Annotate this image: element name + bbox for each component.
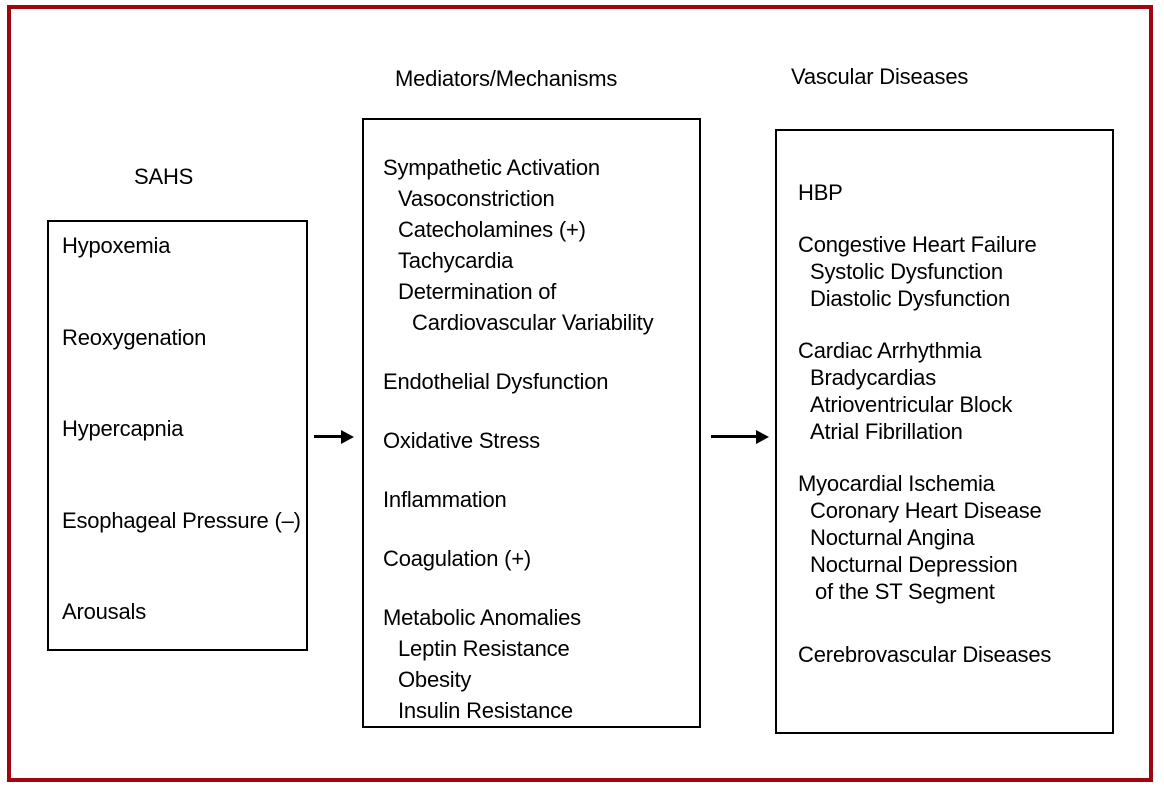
vascular-box: HBP Congestive Heart Failure Systolic Dy… [775,129,1114,734]
mediator-line: Catecholamines (+) [398,217,586,242]
vascular-line: Coronary Heart Disease [810,498,1042,523]
arrow-shaft [711,435,758,438]
vascular-line: Myocardial Ischemia [798,471,995,496]
text-group: Myocardial Ischemia Coronary Heart Disea… [798,470,1106,605]
flow-arrow-left-icon [314,429,354,445]
mediator-line: Inflammation [383,487,507,512]
mediator-line: Insulin Resistance [398,698,573,723]
sahs-column-title: SAHS [134,164,194,189]
text-group: Congestive Heart Failure Systolic Dysfun… [798,231,1106,312]
mediator-line: Endothelial Dysfunction [383,369,609,394]
sahs-item: Hypoxemia [62,233,171,258]
mediators-box: Sympathetic Activation Vasoconstriction … [362,118,701,728]
mediator-line: Sympathetic Activation [383,155,600,180]
vascular-line: Nocturnal Angina [810,525,975,550]
vascular-line: Nocturnal Depression [810,552,1018,577]
text-group: HBP [798,179,1106,206]
flow-arrow-right-icon [711,429,769,445]
vascular-line: Atrioventricular Block [810,392,1013,417]
vascular-line: Diastolic Dysfunction [810,286,1010,311]
vascular-line: Systolic Dysfunction [810,259,1003,284]
text-group: Cerebrovascular Diseases [798,641,1106,668]
figure-frame [7,5,1153,782]
sahs-item: Hypercapnia [62,416,184,441]
mediator-line: Metabolic Anomalies [383,605,581,630]
text-group: Cardiac Arrhythmia Bradycardias Atrioven… [798,337,1106,445]
vascular-line: Atrial Fibrillation [810,419,963,444]
vascular-line: HBP [798,180,843,205]
sahs-item: Reoxygenation [62,324,207,350]
mediator-line: Obesity [398,667,472,692]
mediator-line: Cardiovascular Variability [412,310,654,335]
mediator-line: Vasoconstriction [398,186,555,211]
vascular-line: Cardiac Arrhythmia [798,338,982,363]
sahs-item: Arousals [62,599,146,624]
sahs-box: Hypoxemia Reoxygenation Hypercapnia Esop… [47,220,308,651]
text-group: Sympathetic Activation Vasoconstriction … [383,152,693,338]
vascular-line: Cerebrovascular Diseases [798,642,1052,667]
mediators-column-title: Mediators/Mechanisms [395,66,618,91]
vascular-line: Bradycardias [810,365,936,390]
text-group: Inflammation [383,484,693,515]
text-group: Oxidative Stress [383,425,693,456]
mediator-line: Coagulation (+) [383,546,532,571]
vascular-column-title: Vascular Diseases [791,64,969,89]
arrow-head [341,430,354,444]
text-group: Metabolic Anomalies Leptin Resistance Ob… [383,602,693,726]
mediator-line: Tachycardia [398,248,514,273]
mediator-line: Leptin Resistance [398,636,570,661]
vascular-line: Congestive Heart Failure [798,232,1037,257]
arrow-head [756,430,769,444]
vascular-line: of the ST Segment [815,579,995,604]
arrow-shaft [314,435,343,438]
mediator-line: Determination of [398,279,557,304]
text-group: Coagulation (+) [383,543,693,574]
sahs-item: Esophageal Pressure (–) [62,507,301,533]
mediator-line: Oxidative Stress [383,428,540,453]
text-group: Endothelial Dysfunction [383,366,693,397]
